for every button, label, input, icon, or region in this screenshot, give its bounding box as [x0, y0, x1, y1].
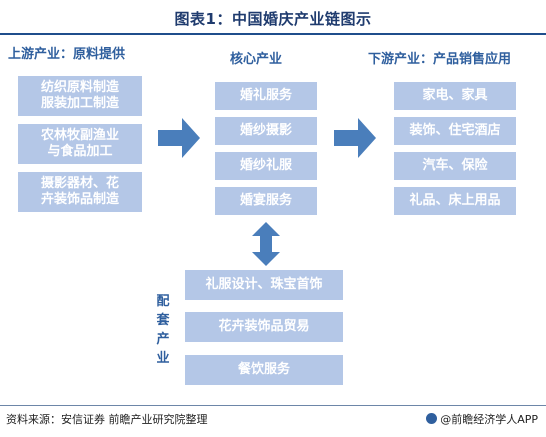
double-arrow-vertical-icon	[252, 222, 280, 266]
footer-divider	[0, 405, 546, 406]
core-box: 婚礼服务	[215, 82, 317, 110]
upstream-box: 纺织原料制造 服装加工制造	[18, 76, 142, 116]
brand-credit: @前瞻经济学人APP	[426, 411, 538, 427]
source-note: 资料来源：安信证券 前瞻产业研究院整理	[6, 413, 208, 426]
core-heading: 核心产业	[230, 52, 283, 67]
downstream-heading: 下游产业：产品销售应用	[368, 52, 512, 67]
downstream-box: 礼品、床上用品	[394, 187, 516, 215]
supporting-box: 花卉装饰品贸易	[185, 312, 343, 342]
title-divider	[0, 33, 546, 35]
flow-arrow-right-icon	[158, 118, 200, 158]
upstream-box: 摄影器材、花 卉装饰品制造	[18, 172, 142, 212]
page-title: 图表1：中国婚庆产业链图示	[174, 10, 372, 28]
qianzhan-logo-icon	[426, 413, 438, 424]
downstream-box: 装饰、住宅酒店	[394, 117, 516, 145]
supporting-box: 礼服设计、珠宝首饰	[185, 270, 343, 300]
core-box: 婚宴服务	[215, 187, 317, 215]
upstream-heading: 上游产业：原料提供	[8, 47, 126, 62]
supporting-box: 餐饮服务	[185, 355, 343, 385]
downstream-box: 汽车、保险	[394, 152, 516, 180]
flow-arrow-right-icon	[334, 118, 376, 158]
core-box: 婚纱礼服	[215, 152, 317, 180]
brand-credit-text: @前瞻经济学人APP	[440, 413, 538, 426]
supporting-label: 配套产业	[156, 294, 170, 366]
upstream-box: 农林牧副渔业 与食品加工	[18, 124, 142, 164]
downstream-box: 家电、家具	[394, 82, 516, 110]
core-box: 婚纱摄影	[215, 117, 317, 145]
